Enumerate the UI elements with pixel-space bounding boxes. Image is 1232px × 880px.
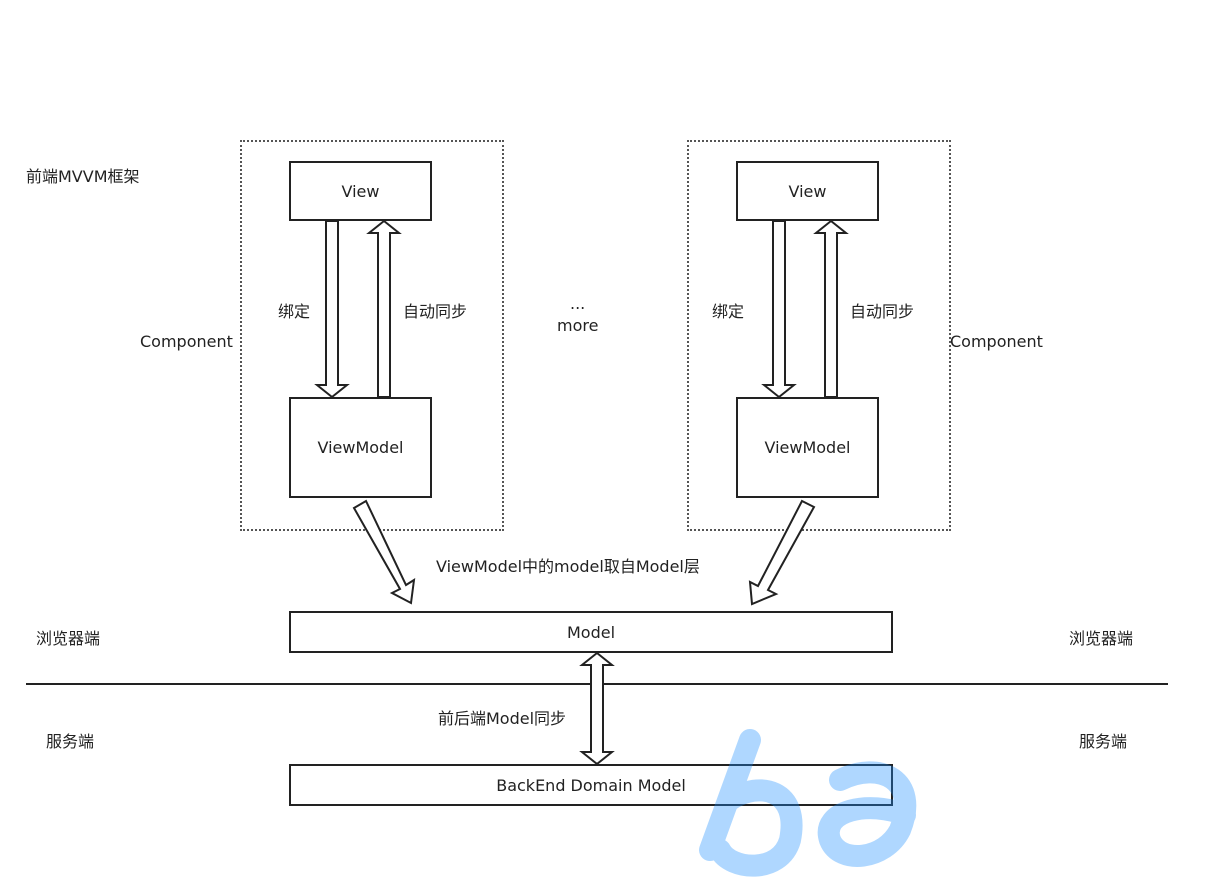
ellipsis-label: ... bbox=[570, 294, 586, 313]
left-sync-arrow bbox=[366, 219, 402, 398]
model-backend-sync-arrow bbox=[579, 651, 615, 766]
backend-box: BackEnd Domain Model bbox=[289, 764, 893, 806]
left-bind-arrow bbox=[314, 220, 350, 399]
right-bind-arrow bbox=[761, 220, 797, 399]
left-component-label: Component bbox=[140, 332, 233, 351]
browser-label-left: 浏览器端 bbox=[36, 629, 101, 648]
right-component-frame bbox=[687, 140, 951, 531]
arrows-layer bbox=[314, 219, 849, 766]
right-bind-label: 绑定 bbox=[712, 302, 745, 321]
sync-note: 前后端Model同步 bbox=[438, 709, 567, 728]
vm-model-note: ViewModel中的model取自Model层 bbox=[436, 557, 700, 576]
server-label-left: 服务端 bbox=[46, 732, 95, 751]
left-view-box: View bbox=[289, 161, 432, 221]
right-sync-arrow bbox=[813, 219, 849, 398]
server-label-right: 服务端 bbox=[1079, 732, 1128, 751]
model-box: Model bbox=[289, 611, 893, 653]
browser-label-right: 浏览器端 bbox=[1069, 629, 1134, 648]
framework-label: 前端MVVM框架 bbox=[26, 167, 140, 186]
watermark-logo bbox=[699, 729, 917, 877]
right-sync-label: 自动同步 bbox=[850, 302, 915, 321]
left-vm-to-model-arrow bbox=[352, 499, 416, 605]
right-viewmodel-box: ViewModel bbox=[736, 397, 879, 498]
right-component-label: Component bbox=[950, 332, 1043, 351]
right-view-box: View bbox=[736, 161, 879, 221]
left-bind-label: 绑定 bbox=[278, 302, 311, 321]
more-label: more bbox=[557, 316, 599, 335]
right-vm-to-model-arrow bbox=[748, 499, 816, 606]
left-viewmodel-box: ViewModel bbox=[289, 397, 432, 498]
left-sync-label: 自动同步 bbox=[403, 302, 468, 321]
